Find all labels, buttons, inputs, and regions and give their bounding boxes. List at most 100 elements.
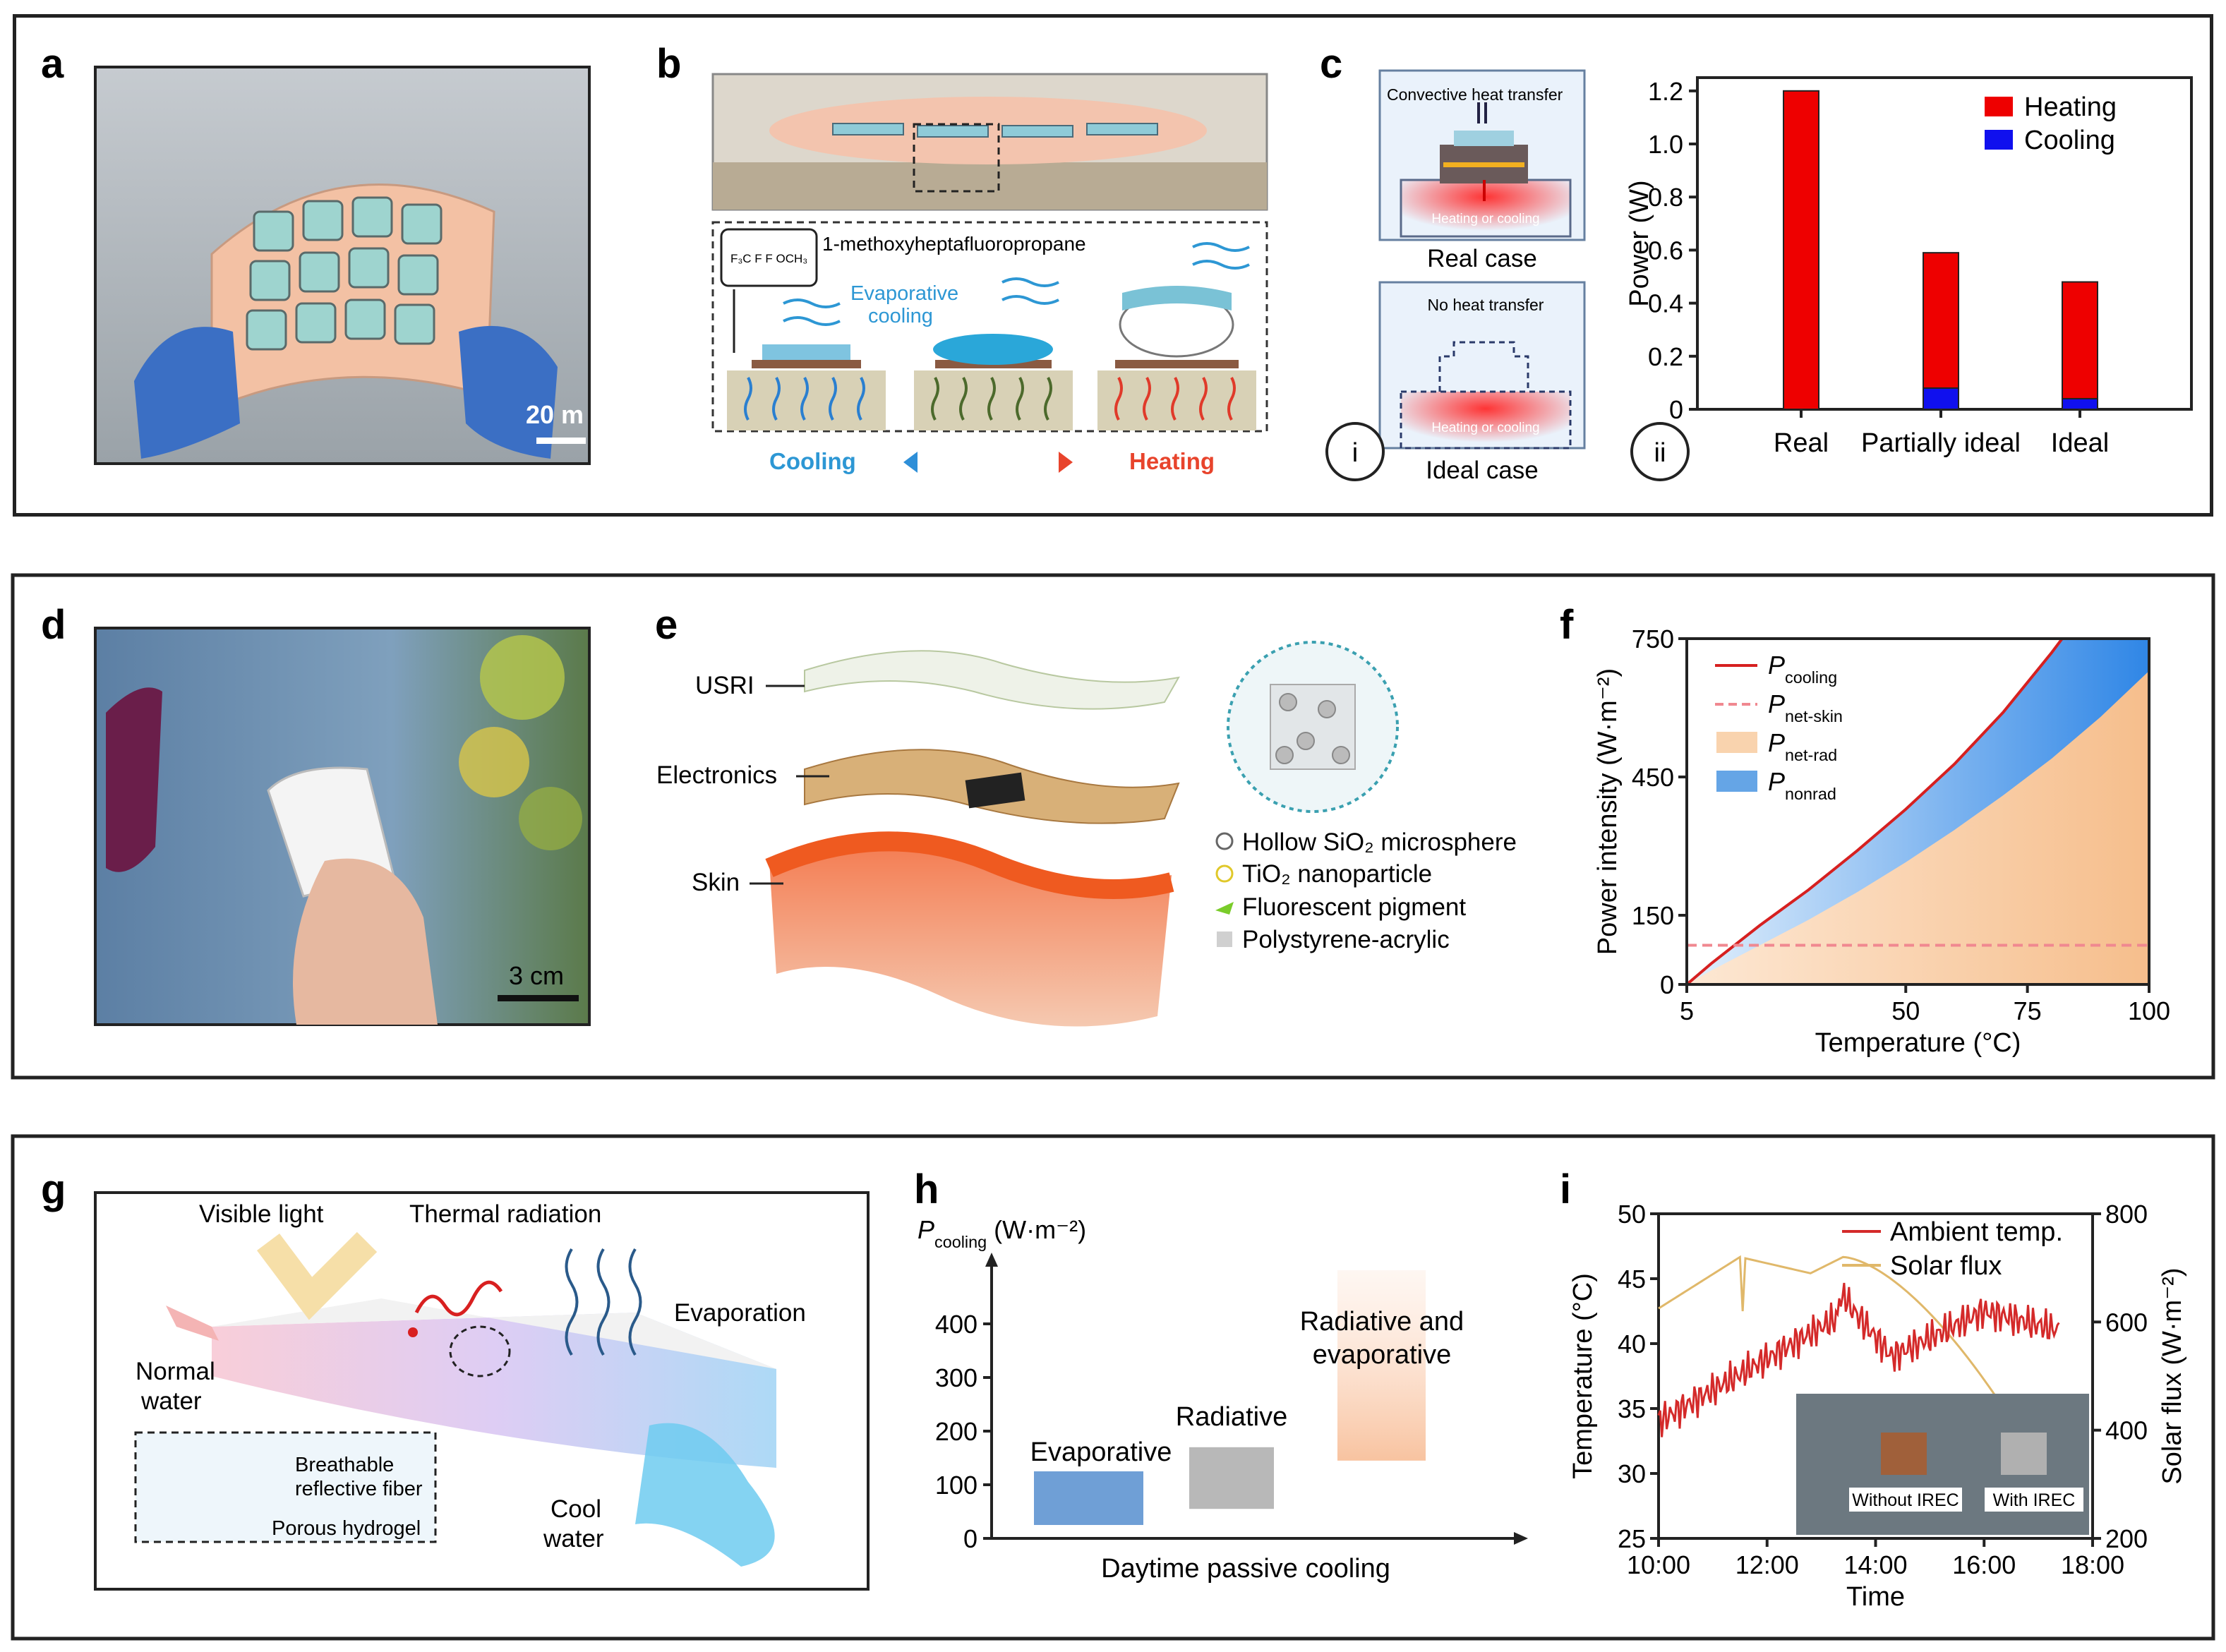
i-inset-tag-left bbox=[1849, 1488, 1962, 1512]
h-xaxis-arrow bbox=[1514, 1532, 1528, 1545]
i-ylabel: Temperature (°C) bbox=[1568, 1273, 1598, 1479]
h-yaxis-arrow bbox=[985, 1253, 998, 1267]
real-case-caption: Real case bbox=[1427, 245, 1537, 272]
ideal-case-box-title: No heat transfer bbox=[1428, 296, 1544, 314]
panel-b-mechanism: F₃C F F OCH₃ 1-methoxyheptafluoropropane… bbox=[711, 221, 1268, 433]
f-xtick-label: 100 bbox=[2128, 996, 2170, 1025]
i-inset-label-left: Without IREC bbox=[1852, 1490, 1959, 1510]
c-ii-xtick-label: Partially ideal bbox=[1861, 428, 2021, 458]
f-legend-label: Pnonrad bbox=[1768, 767, 1836, 803]
panel-g-diagram bbox=[94, 1191, 870, 1591]
f-net-rad-area bbox=[1687, 670, 2149, 984]
evaporation-label: Evaporation bbox=[674, 1299, 806, 1327]
i-ytick-label: 35 bbox=[1618, 1394, 1646, 1423]
c-ii-bar bbox=[2062, 397, 2098, 411]
c-ii-bar bbox=[1923, 252, 1959, 389]
f-xtick-label: 5 bbox=[1680, 996, 1694, 1025]
c-ii-ytick-label: 0.8 bbox=[1648, 183, 1683, 212]
c-ii-xtick-label: Ideal bbox=[2051, 428, 2109, 458]
i-legend-label: Solar flux bbox=[1890, 1251, 2002, 1281]
i-inset-label-right: With IREC bbox=[1993, 1490, 2076, 1510]
c-ii-legend-swatch bbox=[1985, 97, 2013, 116]
svg-text:Fluorescent pigment: Fluorescent pigment bbox=[1242, 893, 1466, 921]
h-ytick-label: 100 bbox=[935, 1471, 977, 1500]
i-y2tick-label: 200 bbox=[2105, 1524, 2148, 1553]
i-legend-label: Ambient temp. bbox=[1890, 1217, 2063, 1247]
i-ytick-label: 30 bbox=[1618, 1459, 1646, 1488]
panel-h-label: h bbox=[914, 1166, 939, 1212]
i-xtick-label: 12:00 bbox=[1735, 1550, 1799, 1579]
row-2-frame bbox=[11, 573, 2215, 1080]
panel-a-label: a bbox=[41, 41, 64, 87]
c-ii-ytick-label: 1.0 bbox=[1648, 130, 1683, 159]
svg-text:TiO₂ nanoparticle: TiO₂ nanoparticle bbox=[1242, 860, 1432, 888]
i-ytick-label: 25 bbox=[1618, 1524, 1646, 1553]
h-bar-label: Evaporative bbox=[1030, 1437, 1172, 1467]
cooling-label: Cooling bbox=[769, 448, 856, 474]
c-ii-legend-swatch bbox=[1985, 130, 2013, 150]
panel-b-label: b bbox=[656, 41, 681, 87]
h-xlabel: Daytime passive cooling bbox=[1101, 1554, 1390, 1584]
heating-label: Heating bbox=[1129, 448, 1215, 474]
i-inset-box-right bbox=[2001, 1433, 2047, 1475]
h-bar bbox=[1034, 1471, 1143, 1525]
i-y2tick-label: 800 bbox=[2105, 1200, 2148, 1229]
i-inset-box-left bbox=[1881, 1433, 1927, 1475]
molecule-box bbox=[720, 228, 818, 287]
hydrogel-label: Porous hydrogel bbox=[272, 1517, 421, 1540]
h-bar-label: Radiative bbox=[1176, 1402, 1287, 1432]
c-ii-ylabel: Power (W) bbox=[1625, 180, 1654, 306]
layer-usri-label: USRI bbox=[695, 672, 754, 699]
f-legend-label: Pnet-rad bbox=[1768, 728, 1837, 764]
f-cooling-line bbox=[1687, 639, 2064, 984]
panel-b-device-view bbox=[711, 73, 1268, 211]
panel-a-scalebar-label: 20 m bbox=[526, 400, 584, 429]
c-ii-ytick-label: 0 bbox=[1669, 395, 1683, 424]
ideal-case-box-label: Heating or cooling bbox=[1431, 421, 1539, 435]
hollow-sio2-icon bbox=[1215, 832, 1234, 850]
i-ytick-label: 45 bbox=[1618, 1265, 1646, 1294]
c-ii-ytick-label: 1.2 bbox=[1648, 77, 1683, 106]
svg-text:ii: ii bbox=[1654, 438, 1666, 468]
i-xlabel: Time bbox=[1846, 1582, 1905, 1612]
h-ytick-label: 200 bbox=[935, 1417, 977, 1446]
f-xtick-label: 75 bbox=[2014, 996, 2042, 1025]
layer-electronics-label: Electronics bbox=[656, 761, 777, 789]
c-ii-bar bbox=[1923, 387, 1959, 410]
h-bar-label: Radiative and bbox=[1300, 1307, 1464, 1337]
c-ii-bar bbox=[2062, 281, 2098, 399]
f-ytick-label: 450 bbox=[1632, 763, 1674, 792]
tio2-icon bbox=[1215, 864, 1234, 883]
i-ytick-label: 50 bbox=[1618, 1200, 1646, 1229]
panel-c-ideal-case-diagram: No heat transfer Heating or cooling bbox=[1378, 281, 1586, 450]
svg-text:Hollow SiO₂ microsphere: Hollow SiO₂ microsphere bbox=[1242, 828, 1517, 856]
visible-light-label: Visible light bbox=[199, 1200, 324, 1228]
panel-d-scalebar-label: 3 cm bbox=[509, 961, 564, 990]
polystyrene-acrylic-icon bbox=[1217, 931, 1232, 947]
ideal-case-caption: Ideal case bbox=[1426, 457, 1539, 484]
h-bar bbox=[1337, 1270, 1426, 1461]
h-bar bbox=[1189, 1447, 1274, 1509]
i-xtick-label: 16:00 bbox=[1952, 1550, 2016, 1579]
panel-i-label: i bbox=[1560, 1166, 1571, 1212]
c-ii-ytick-label: 0.4 bbox=[1648, 289, 1683, 318]
panel-e-label: e bbox=[655, 602, 678, 648]
f-ytick-label: 750 bbox=[1632, 625, 1674, 653]
h-ytick-label: 0 bbox=[963, 1524, 977, 1553]
h-bar-label: evaporative bbox=[1313, 1340, 1451, 1370]
f-xtick-label: 50 bbox=[1891, 996, 1920, 1025]
thermal-radiation-label: Thermal radiation bbox=[409, 1200, 601, 1228]
panel-g-label: g bbox=[41, 1166, 66, 1212]
f-plot-frame bbox=[1685, 637, 2150, 986]
c-ii-ytick-label: 0.2 bbox=[1648, 342, 1683, 371]
f-legend-label: Pcooling bbox=[1768, 651, 1837, 687]
f-xlabel: Temperature (°C) bbox=[1815, 1028, 2021, 1058]
f-legend-label: Pnet-skin bbox=[1768, 689, 1843, 725]
